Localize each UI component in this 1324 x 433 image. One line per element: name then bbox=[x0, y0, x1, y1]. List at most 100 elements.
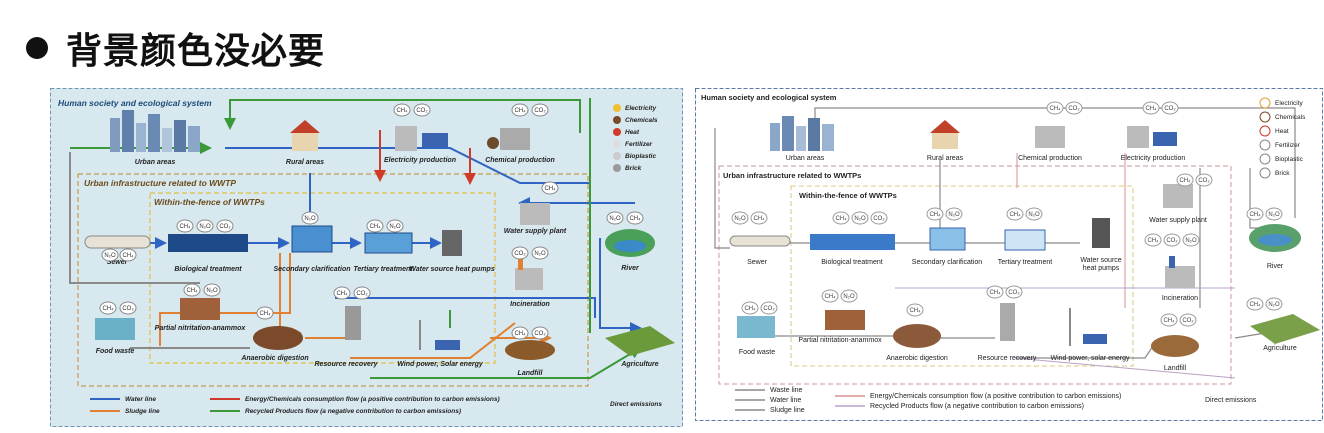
svg-text:Brick: Brick bbox=[1275, 170, 1290, 177]
svg-text:N₂O: N₂O bbox=[843, 294, 855, 300]
legend-chemicals: Chemicals bbox=[613, 116, 658, 124]
gas-bubble: CH₄ bbox=[1160, 313, 1178, 327]
landfill-label: Landfill bbox=[518, 370, 544, 377]
anaerobic-digestion-node: Anaerobic digestion bbox=[886, 324, 948, 362]
legend-fertilizer: Fertilizer bbox=[1259, 139, 1301, 151]
pna-node: Partial nitritation-anammox bbox=[155, 298, 246, 332]
food-waste-label: Food waste bbox=[739, 349, 775, 356]
slide-title: 背景颜色没必要 bbox=[26, 22, 325, 74]
svg-text:Electricity: Electricity bbox=[1275, 100, 1304, 107]
river-node: River bbox=[1249, 224, 1301, 270]
svg-text:N₂O: N₂O bbox=[1185, 238, 1197, 244]
svg-text:CH₄: CH₄ bbox=[1163, 318, 1175, 324]
gas-bubble: CH₄ bbox=[119, 248, 137, 262]
slide-title-text: 背景颜色没必要 bbox=[66, 31, 326, 72]
svg-text:N₂O: N₂O bbox=[1268, 212, 1280, 218]
legend-sludge-line: Sludge line bbox=[125, 408, 160, 415]
legend-bioplastic: Bioplastic bbox=[1259, 153, 1304, 165]
gas-bubble: CH₄ bbox=[741, 301, 759, 315]
urban-areas-node: Urban areas bbox=[770, 116, 834, 162]
svg-text:CH₄: CH₄ bbox=[514, 331, 526, 337]
svg-text:Chemicals: Chemicals bbox=[625, 117, 658, 124]
tertiary-treatment-node: Tertiary treatment bbox=[998, 229, 1053, 266]
tertiary-treatment-label: Tertiary treatment bbox=[998, 259, 1053, 266]
gas-bubble: CH₄ bbox=[511, 326, 529, 340]
middle-region bbox=[718, 165, 1232, 385]
water-supply-plant-label: Water supply plant bbox=[504, 228, 567, 235]
svg-text:Fertilizer: Fertilizer bbox=[625, 141, 653, 148]
svg-text:CO₂: CO₂ bbox=[534, 108, 546, 114]
svg-text:N₂O: N₂O bbox=[104, 253, 116, 259]
gas-bubble: N₂O bbox=[731, 211, 749, 225]
secondary-clarification-node: Secondary clarification bbox=[912, 227, 982, 266]
secondary-clarification-label: Secondary clarification bbox=[273, 266, 350, 273]
svg-text:Chemicals: Chemicals bbox=[1275, 114, 1306, 121]
anaerobic-digestion-label: Anaerobic digestion bbox=[240, 355, 308, 362]
svg-text:CH₄: CH₄ bbox=[835, 216, 847, 222]
outer-region-label: Human society and ecological system bbox=[701, 93, 837, 102]
svg-text:CH₄: CH₄ bbox=[122, 253, 134, 259]
svg-text:CH₄: CH₄ bbox=[909, 308, 921, 314]
gas-bubble: CH₄ bbox=[176, 219, 194, 233]
svg-text:Electricity: Electricity bbox=[625, 105, 656, 112]
heat-pumps-label-1: Water source bbox=[1080, 257, 1121, 264]
rural-areas-node: Rural areas bbox=[927, 120, 964, 162]
wind-solar-node: Wind power, solar energy bbox=[1051, 308, 1130, 362]
inner-region-label: Within-the-fence of WWTPs bbox=[799, 191, 897, 200]
svg-text:Heat: Heat bbox=[625, 129, 640, 136]
legend-heat: Heat bbox=[1259, 125, 1289, 137]
svg-text:N₂O: N₂O bbox=[304, 216, 316, 222]
gas-bubble: CO₂ bbox=[870, 211, 888, 225]
legend-electricity: Electricity bbox=[613, 104, 656, 112]
gas-bubble: CO₂ bbox=[119, 301, 137, 315]
river-label: River bbox=[621, 265, 640, 272]
incineration-node: Incineration bbox=[1162, 256, 1198, 302]
gas-bubble: N₂O bbox=[101, 248, 119, 262]
svg-text:CO₂: CO₂ bbox=[356, 291, 368, 297]
tertiary-treatment-node: Tertiary treatment bbox=[353, 232, 413, 273]
svg-text:N₂O: N₂O bbox=[389, 224, 401, 230]
gas-bubble: CO₂ bbox=[1163, 233, 1181, 247]
svg-text:N₂O: N₂O bbox=[206, 288, 218, 294]
legend-electricity: Electricity bbox=[1259, 97, 1304, 109]
diagram-white-background: Human society and ecological system Urba… bbox=[695, 88, 1324, 428]
sludge-line bbox=[159, 253, 291, 346]
gas-bubble: CH₄ bbox=[1046, 101, 1064, 115]
recycled-flow bbox=[224, 99, 581, 133]
electricity-production-label: Electricity production bbox=[1121, 155, 1186, 162]
gas-bubble: CH₄ bbox=[366, 219, 384, 233]
gas-bubble: N₂O bbox=[840, 289, 858, 303]
svg-text:CH₄: CH₄ bbox=[744, 306, 756, 312]
gas-bubble: N₂O bbox=[851, 211, 869, 225]
recycled-line bbox=[1234, 332, 1266, 339]
gas-bubble: CH₄ bbox=[541, 181, 559, 195]
gas-bubble: CH₄ bbox=[1246, 207, 1264, 221]
water-supply-plant-label: Water supply plant bbox=[1149, 217, 1207, 224]
svg-text:CH₄: CH₄ bbox=[1179, 178, 1191, 184]
biological-treatment-node: Biological treatment bbox=[810, 234, 895, 266]
svg-text:CH₄: CH₄ bbox=[629, 216, 641, 222]
gas-bubble: N₂O bbox=[606, 211, 624, 225]
svg-text:N₂O: N₂O bbox=[948, 212, 960, 218]
middle-region-label: Urban infrastructure related to WWTPs bbox=[723, 171, 861, 180]
legend-waste-line: Waste line bbox=[770, 387, 803, 394]
biological-treatment-label: Biological treatment bbox=[821, 259, 883, 266]
recycled-flow bbox=[370, 346, 642, 379]
legend-energy-flow: Energy/Chemicals consumption flow (a pos… bbox=[870, 393, 1121, 400]
gas-bubble: CO₂ bbox=[760, 301, 778, 315]
recycled-flow bbox=[1014, 357, 1236, 379]
gas-bubble: CH₄ bbox=[926, 207, 944, 221]
gas-bubbles: N₂O CH₄ CH₄ N₂O CO₂ CH₄ N₂O CH₄ N₂O CH₄ … bbox=[731, 101, 1283, 327]
legend-fertilizer: Fertilizer bbox=[613, 140, 653, 148]
legend-recycled-flow: Recycled Products flow (a negative contr… bbox=[245, 408, 461, 415]
svg-text:CO₂: CO₂ bbox=[122, 306, 134, 312]
svg-text:CH₄: CH₄ bbox=[369, 224, 381, 230]
svg-text:CO₂: CO₂ bbox=[1198, 178, 1210, 184]
heat-pumps-label-2: heat pumps bbox=[1083, 265, 1120, 272]
gas-bubble: CH₄ bbox=[1006, 207, 1024, 221]
resource-recovery-node: Resource recovery bbox=[978, 303, 1037, 362]
bottom-legend: Waste line Water line Sludge line Energy… bbox=[735, 387, 1257, 414]
agriculture-node: Agriculture bbox=[1250, 314, 1320, 352]
legend-heat: Heat bbox=[613, 128, 640, 136]
diagram-colored-background: Human society and ecological system Urba… bbox=[50, 88, 683, 428]
